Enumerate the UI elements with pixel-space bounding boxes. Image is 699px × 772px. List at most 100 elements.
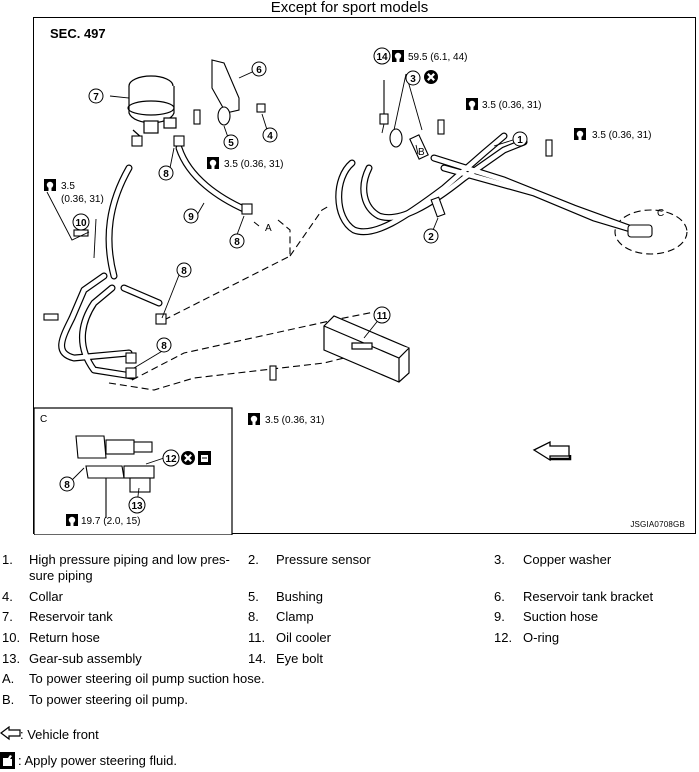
svg-text:11: 11 (377, 311, 388, 322)
legend-text-line1: High pressure piping and low pres- (29, 552, 230, 567)
vehicle-front-arrow-icon (532, 440, 570, 462)
svg-text:5: 5 (228, 138, 234, 149)
svg-text:6: 6 (256, 65, 262, 76)
svg-text:12: 12 (165, 454, 177, 465)
callout-14: 14 (373, 47, 391, 65)
note-text: To power steering oil pump. (29, 692, 188, 707)
section-label: SEC. 497 (50, 26, 106, 41)
legend-text: Reservoir tank (29, 609, 113, 624)
legend-num: 14. (248, 651, 267, 666)
replace-part-icon (422, 68, 440, 86)
svg-text:8: 8 (64, 480, 70, 491)
legend-text: Oil cooler (276, 630, 331, 645)
callout-8a: 8 (158, 165, 174, 181)
svg-text:8: 8 (161, 341, 167, 352)
torque-inset: 19.7 (2.0, 15) (81, 516, 140, 527)
diagram-frame: SEC. 497 (33, 17, 696, 535)
legend-num: 3. (494, 552, 505, 567)
callout-1: 1 (512, 131, 528, 147)
svg-text:8: 8 (163, 169, 169, 180)
callout-2: 2 (423, 228, 439, 244)
svg-text:10: 10 (75, 218, 87, 229)
legend-text: Bushing (276, 589, 323, 604)
callout-12: 12 (162, 449, 180, 467)
legend-text: Reservoir tank bracket (523, 589, 654, 604)
legend-num: 7. (2, 609, 13, 624)
legend-text: Pressure sensor (276, 552, 371, 567)
callout-8b: 8 (229, 233, 245, 249)
svg-text:14: 14 (376, 52, 388, 63)
callout-8e: 8 (59, 476, 75, 492)
figure-code: JSGIA0708GB (630, 520, 685, 529)
legend-text: Return hose (29, 630, 100, 645)
torque-e: 3.5 (0.36, 31) (265, 415, 324, 426)
torque-c: 3.5 (0.36, 31) (224, 159, 283, 170)
legend-text: O-ring (523, 630, 560, 645)
callout-13: 13 (128, 496, 146, 514)
figure-caption: Except for sport models (270, 0, 429, 16)
callout-7: 7 (88, 88, 104, 104)
svg-text:2: 2 (428, 232, 434, 243)
legend-num: 4. (2, 589, 13, 604)
legend-text: Copper washer (523, 552, 612, 567)
torque-wrench-icon (466, 98, 478, 110)
vehicle-front-arrow-icon (0, 726, 21, 741)
symbol-vehicle-front: : Vehicle front (0, 726, 200, 744)
power-steering-fluid-can-icon (198, 451, 211, 465)
legend-text: Gear-sub assembly (29, 651, 142, 666)
svg-text:4: 4 (267, 131, 273, 142)
torque-wrench-icon (248, 413, 260, 425)
torque-d-sub: (0.36, 31) (61, 194, 104, 205)
callout-8c: 8 (176, 262, 192, 278)
note-label: B. (2, 692, 15, 707)
callout-9: 9 (183, 208, 199, 224)
note-label: A. (2, 671, 15, 686)
callout-8d: 8 (156, 337, 172, 353)
callout-11: 11 (373, 306, 391, 324)
point-label-a: A (265, 223, 272, 234)
torque-wrench-icon (207, 157, 219, 169)
torque-d: 3.5 (61, 181, 75, 192)
legend-num: 2. (248, 552, 259, 567)
callout-4: 4 (262, 127, 278, 143)
legend-num: 1. (2, 552, 13, 567)
legend-num: 10. (2, 630, 21, 645)
torque-a: 3.5 (0.36, 31) (482, 100, 541, 111)
svg-text:8: 8 (181, 266, 187, 277)
point-label-c: C (657, 208, 664, 219)
legend-num: 8. (248, 609, 259, 624)
inset-c: C 8 12 13 (34, 407, 233, 535)
legend-text-line2: sure piping (29, 568, 93, 583)
callout-5: 5 (223, 134, 239, 150)
point-label-b: B (418, 147, 425, 158)
torque-wrench-icon (574, 128, 586, 140)
inset-label: C (40, 414, 47, 425)
legend-num: 11. (248, 630, 266, 645)
callout-10: 10 (72, 213, 90, 231)
torque-b: 3.5 (0.36, 31) (592, 130, 651, 141)
torque-wrench-icon (66, 514, 78, 526)
svg-text:3: 3 (410, 74, 416, 85)
torque-wrench-icon (44, 179, 56, 191)
symbol-text: : Apply power steering fluid. (18, 753, 177, 768)
symbol-fluid: : Apply power steering fluid. (0, 752, 260, 770)
torque-wrench-icon (392, 50, 404, 62)
power-steering-fluid-can-icon (0, 752, 15, 769)
legend-num: 9. (494, 609, 505, 624)
legend-num: 12. (494, 630, 513, 645)
svg-text:1: 1 (517, 135, 523, 146)
callout-6: 6 (251, 61, 267, 77)
legend-text: Collar (29, 589, 63, 604)
steering-piping-diagram: 1 2 3 4 5 6 7 8 8 8 8 9 10 11 14 A B C 5… (34, 47, 688, 535)
legend-num: 6. (494, 589, 505, 604)
svg-text:13: 13 (131, 501, 143, 512)
svg-text:9: 9 (188, 212, 194, 223)
legend-text: Eye bolt (276, 651, 323, 666)
legend-num: 5. (248, 589, 259, 604)
legend-text: Clamp (276, 609, 314, 624)
note-text: To power steering oil pump suction hose. (29, 671, 265, 686)
callout-3: 3 (405, 70, 421, 86)
svg-text:8: 8 (234, 237, 240, 248)
legend-text: Suction hose (523, 609, 599, 624)
symbol-text: : Vehicle front (20, 727, 99, 742)
